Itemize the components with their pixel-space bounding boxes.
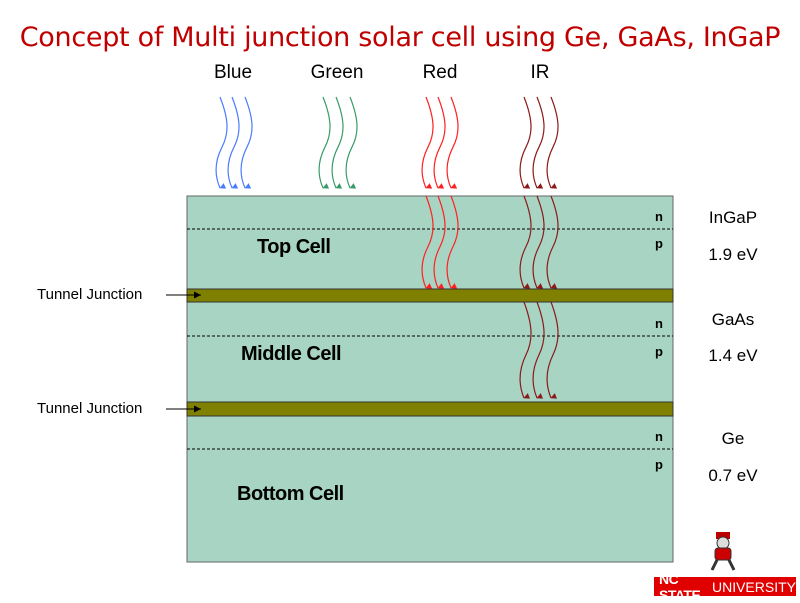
top-p-label: p — [655, 236, 663, 251]
light-ray-ir — [546, 195, 559, 289]
middle-p-label: p — [655, 344, 663, 359]
bottom-cell-label: Bottom Cell — [237, 483, 344, 505]
light-ray-red — [446, 195, 459, 289]
light-ray-ir — [519, 301, 532, 399]
light-ray-red — [421, 195, 434, 289]
light-ray-blue — [215, 96, 228, 189]
top-material: InGaP — [708, 208, 758, 227]
logo-regular-text: UNIVERSITY — [711, 578, 796, 595]
light-ray-ir — [532, 96, 545, 189]
tunnel-junction-label-2: Tunnel Junction — [37, 400, 143, 417]
light-ray-ir — [546, 96, 559, 189]
middle-cell-label: Middle Cell — [241, 343, 342, 365]
top-n-label: n — [655, 209, 663, 224]
tunnel-junction-label-1: Tunnel Junction — [37, 286, 143, 303]
top-cell-label: Top Cell — [257, 236, 331, 258]
light-ray-red — [421, 96, 434, 189]
bottom-material: Ge — [721, 429, 745, 448]
slide-title: Concept of Multi junction solar cell usi… — [19, 22, 781, 53]
bottom-p-label: p — [655, 457, 663, 472]
tunnel-junction-1 — [186, 288, 674, 303]
light-ray-red — [446, 96, 459, 189]
nc-state-logo: NC STATE UNIVERSITY — [654, 571, 796, 603]
bottom-bandgap: 0.7 eV — [708, 466, 758, 485]
light-ray-ir — [519, 96, 532, 189]
light-ray-ir — [532, 195, 545, 289]
light-ray-ir — [532, 301, 545, 399]
light-ray-green — [345, 96, 358, 189]
middle-n-label: n — [655, 316, 663, 331]
band-label-ir: IR — [530, 62, 550, 83]
tunnel-junction-2 — [186, 401, 674, 417]
top-bandgap: 1.9 eV — [708, 245, 758, 264]
light-ray-green — [331, 96, 344, 189]
light-ray-green — [318, 96, 331, 189]
light-ray-red — [433, 195, 446, 289]
band-label-blue: Blue — [213, 62, 253, 83]
band-label-green: Green — [310, 62, 364, 83]
light-ray-red — [433, 96, 446, 189]
light-ray-ir — [546, 301, 559, 399]
middle-material: GaAs — [711, 310, 755, 329]
cell-stack — [186, 195, 674, 563]
logo-bold-text: NC STATE — [659, 570, 701, 603]
wolf-mascot-icon — [710, 532, 736, 571]
band-label-red: Red — [422, 62, 458, 83]
middle-bandgap: 1.4 eV — [708, 346, 758, 365]
bottom-n-label: n — [655, 429, 663, 444]
light-ray-ir — [519, 195, 532, 289]
light-ray-blue — [227, 96, 240, 189]
light-ray-blue — [240, 96, 253, 189]
